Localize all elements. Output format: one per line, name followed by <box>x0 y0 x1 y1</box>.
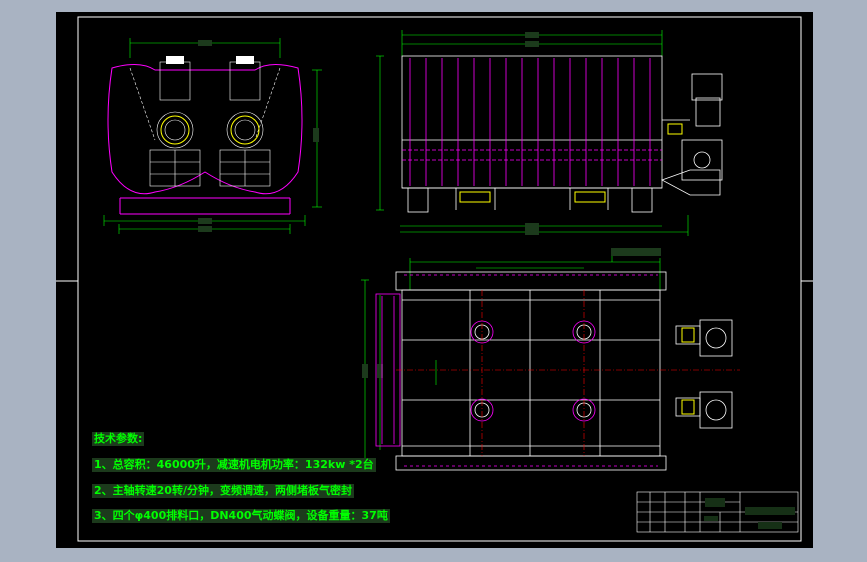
notes-line-1: 1、总容积：46000升，减速机电机功率：132kw *2台 <box>92 458 376 472</box>
drawing-frame <box>56 16 813 542</box>
notes-line-2: 2、主轴转速20转/分钟，变频调速，两侧堵板气密封 <box>92 484 354 498</box>
notes-line-3: 3、四个φ400排料口，DN400气动蝶阀，设备重量：37吨 <box>92 509 390 523</box>
front-elevation <box>376 30 723 236</box>
plan-view <box>361 248 740 471</box>
notes-title: 技术参数: <box>92 432 145 446</box>
side-view <box>103 38 322 234</box>
